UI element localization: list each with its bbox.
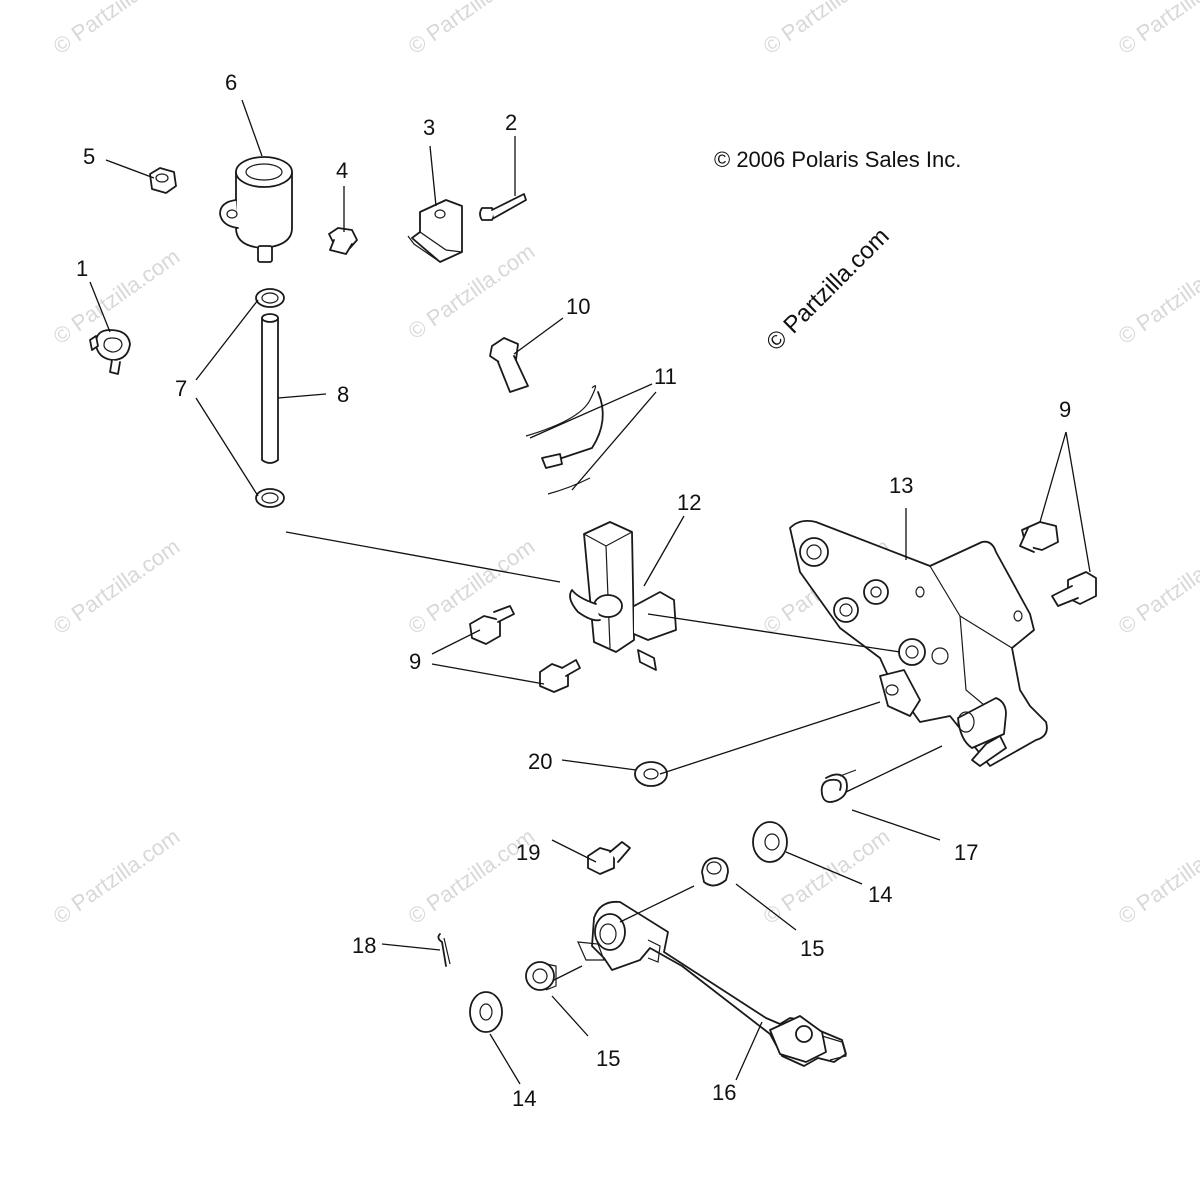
washer-part[interactable]	[752, 821, 788, 863]
hose-clamp-lower-part[interactable]	[255, 488, 285, 508]
reservoir-part[interactable]	[219, 156, 293, 263]
callout-9-left[interactable]: 9	[409, 649, 421, 674]
watermark: © Partzilla.com	[49, 534, 185, 640]
watermark: © Partzilla.com	[1114, 534, 1200, 640]
bolt-part[interactable]	[1019, 521, 1059, 553]
watermark: © Partzilla.com	[1114, 824, 1200, 930]
callout-20[interactable]: 20	[528, 749, 552, 774]
callout-labels: 1 2 3 4 5 6 7 8 9 9 10 11 12 13 14 14 15…	[76, 70, 1071, 1111]
callout-13[interactable]: 13	[889, 473, 913, 498]
bushing-part[interactable]	[701, 857, 729, 887]
bolt-part[interactable]	[539, 659, 581, 693]
rivet-part[interactable]	[479, 193, 527, 221]
callout-2[interactable]: 2	[505, 110, 517, 135]
fitting-part[interactable]	[489, 337, 529, 393]
bolt-part[interactable]	[587, 841, 631, 875]
spring-part[interactable]	[820, 769, 857, 803]
watermark: © Partzilla.com	[1114, 244, 1200, 350]
callout-19[interactable]: 19	[516, 840, 540, 865]
watermark: © Partzilla.com	[404, 0, 540, 59]
watermark: © Partzilla.com	[404, 239, 540, 345]
callout-15-right[interactable]: 15	[800, 936, 824, 961]
callout-5[interactable]: 5	[83, 144, 95, 169]
watermark: © Partzilla.com	[759, 0, 895, 59]
callout-1[interactable]: 1	[76, 256, 88, 281]
callout-9-right[interactable]: 9	[1059, 397, 1071, 422]
bolt-part[interactable]	[469, 605, 515, 645]
callout-12[interactable]: 12	[677, 490, 701, 515]
callout-15-left[interactable]: 15	[596, 1046, 620, 1071]
copyright-notice: © 2006 Polaris Sales Inc.	[714, 147, 961, 172]
callout-3[interactable]: 3	[423, 115, 435, 140]
leader-lines	[89, 99, 1091, 1085]
callout-16[interactable]: 16	[712, 1080, 736, 1105]
callout-17[interactable]: 17	[954, 840, 978, 865]
callout-8[interactable]: 8	[337, 382, 349, 407]
wire-harness-part[interactable]	[525, 385, 604, 495]
brand-watermark: © Partzilla.com	[761, 223, 894, 356]
callout-6[interactable]: 6	[225, 70, 237, 95]
callout-7[interactable]: 7	[175, 376, 187, 401]
callout-14-left[interactable]: 14	[512, 1086, 536, 1111]
watermark: © Partzilla.com	[49, 0, 185, 59]
washer-part[interactable]	[469, 991, 503, 1033]
callout-14-right[interactable]: 14	[868, 882, 892, 907]
hose-part[interactable]	[261, 313, 279, 464]
hose-clamp-upper-part[interactable]	[255, 288, 285, 308]
callout-10[interactable]: 10	[566, 294, 590, 319]
callout-4[interactable]: 4	[336, 158, 348, 183]
watermark: © Partzilla.com	[49, 824, 185, 930]
callout-11[interactable]: 11	[654, 364, 677, 389]
cotter-pin-part[interactable]	[437, 933, 451, 967]
hose-clamp-part[interactable]	[89, 329, 131, 375]
watermark-layer: © Partzilla.com © Partzilla.com © Partzi…	[49, 0, 1200, 929]
bracket-part[interactable]	[407, 199, 463, 263]
washer-part[interactable]	[634, 761, 668, 787]
brake-switch-part[interactable]	[569, 521, 677, 671]
bushing-part[interactable]	[525, 961, 557, 991]
nut-part[interactable]	[149, 167, 177, 194]
bolt-part[interactable]	[328, 227, 358, 255]
mounting-plate-part[interactable]	[789, 519, 1048, 767]
brake-pedal-part[interactable]	[577, 900, 847, 1067]
callout-18[interactable]: 18	[352, 933, 376, 958]
watermark: © Partzilla.com	[1114, 0, 1200, 59]
bolt-part[interactable]	[1051, 571, 1097, 607]
